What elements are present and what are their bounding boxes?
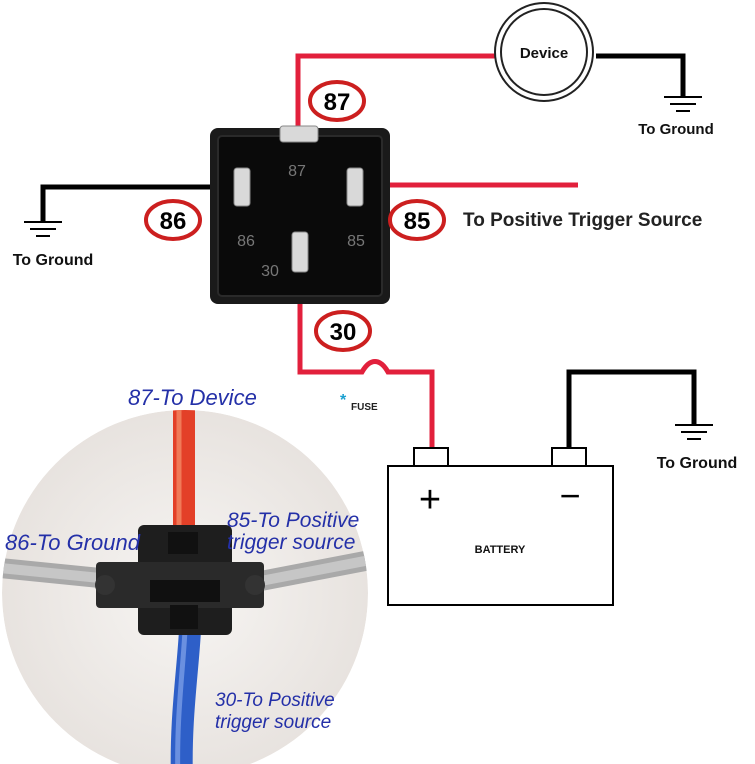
fuse-star: * <box>340 392 347 409</box>
callout-30: 30 <box>314 310 372 352</box>
callout-86: 86 <box>144 199 202 241</box>
relay-pin-87-text: 87 <box>288 163 306 180</box>
callout-87: 87 <box>308 80 366 122</box>
battery-plus: + <box>419 479 441 521</box>
photo-label-30-line1: 30-To Positive <box>215 690 335 711</box>
ground-icon-battery <box>675 424 713 440</box>
photo-label-86: 86-To Ground <box>5 530 141 555</box>
battery: + − BATTERY <box>387 447 614 606</box>
trigger-label: To Positive Trigger Source <box>463 210 702 231</box>
photo-label-87: 87-To Device <box>128 385 257 410</box>
battery-ground-label: To Ground <box>657 455 738 472</box>
relay-pin-85-text: 85 <box>347 233 365 250</box>
callout-86-text: 86 <box>160 208 187 235</box>
relay-pin-85 <box>346 167 364 207</box>
relay-socket-photo <box>2 410 368 764</box>
relay-pin-30 <box>291 231 309 273</box>
callout-87-text: 87 <box>324 89 351 116</box>
relay-pin-87 <box>279 125 319 143</box>
wire-device-to-ground <box>596 53 686 97</box>
callout-85: 85 <box>388 199 446 241</box>
left-ground-label: To Ground <box>13 252 94 269</box>
device-ground-label: To Ground <box>638 121 714 138</box>
wire-30-to-battery <box>297 270 435 448</box>
wire-battery-to-ground <box>566 369 697 448</box>
callout-85-text: 85 <box>404 208 431 235</box>
ground-icon-device <box>664 96 702 112</box>
wire-86-to-ground <box>40 184 240 222</box>
device: Device <box>494 2 594 102</box>
battery-minus: − <box>559 475 580 516</box>
battery-label: BATTERY <box>475 544 526 556</box>
relay-pin-30-text: 30 <box>261 263 279 280</box>
relay-pin-86 <box>233 167 251 207</box>
photo-label-30-line2: trigger source <box>215 712 331 733</box>
callout-30-text: 30 <box>330 319 357 346</box>
photo-label-85-line2: trigger source <box>227 531 355 554</box>
fuse-label: FUSE <box>351 402 378 413</box>
relay-pin-86-text: 86 <box>237 233 255 250</box>
device-label: Device <box>520 45 568 62</box>
wire-87-to-device <box>295 53 500 128</box>
relay: 87 86 85 30 <box>210 125 390 304</box>
photo-label-85-line1: 85-To Positive <box>227 509 359 532</box>
ground-icon-left <box>24 221 62 237</box>
